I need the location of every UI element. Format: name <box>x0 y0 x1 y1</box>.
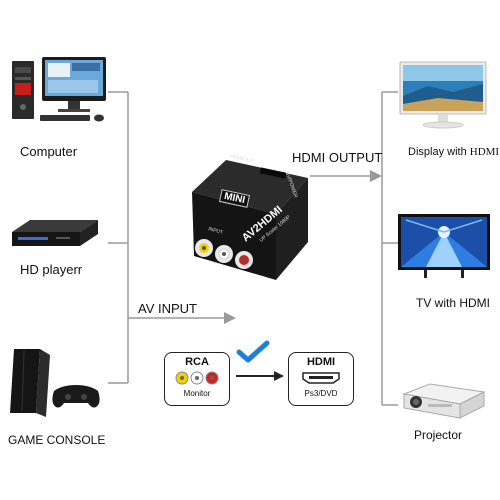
game-console-label: GAME CONSOLE <box>8 433 106 447</box>
av-input-label: AV INPUT <box>138 301 197 316</box>
rca-title: RCA <box>185 356 209 368</box>
rca-box: RCA Monitor <box>164 352 230 406</box>
computer-label: Computer <box>20 144 78 159</box>
tv-label: TV with HDMI <box>416 296 491 310</box>
tv-icon <box>396 212 492 284</box>
computer-icon <box>10 55 108 125</box>
checkmark-icon <box>236 340 270 364</box>
rca-jacks-icon <box>175 371 219 385</box>
game-console-icon <box>6 345 101 420</box>
display-label-prefix: Display with <box>408 146 467 158</box>
projector-icon <box>400 382 486 422</box>
hdmi-title: HDMI <box>306 356 336 368</box>
hdmi-output-label: HDMI OUTPUT <box>292 150 383 165</box>
hdmi-subtitle: Ps3/DVD <box>304 389 338 398</box>
hd-player-icon <box>10 218 100 250</box>
display-label-hdmi: HDMI <box>469 146 500 158</box>
display-monitor-icon <box>398 60 488 132</box>
hdmi-box: HDMI Ps3/DVD <box>288 352 354 406</box>
hdmi-port-icon <box>301 371 341 385</box>
convert-arrow-icon <box>234 370 286 382</box>
display-label: Display with HDMI <box>408 146 499 158</box>
projector-label: Projector <box>414 428 463 442</box>
av2hdmi-converter: MINI AV2HDMI UP Scaler 1080P HDMIOUT INP… <box>168 148 318 300</box>
rca-subtitle: Monitor <box>183 389 211 398</box>
hd-player-label: HD playerr <box>20 262 83 277</box>
